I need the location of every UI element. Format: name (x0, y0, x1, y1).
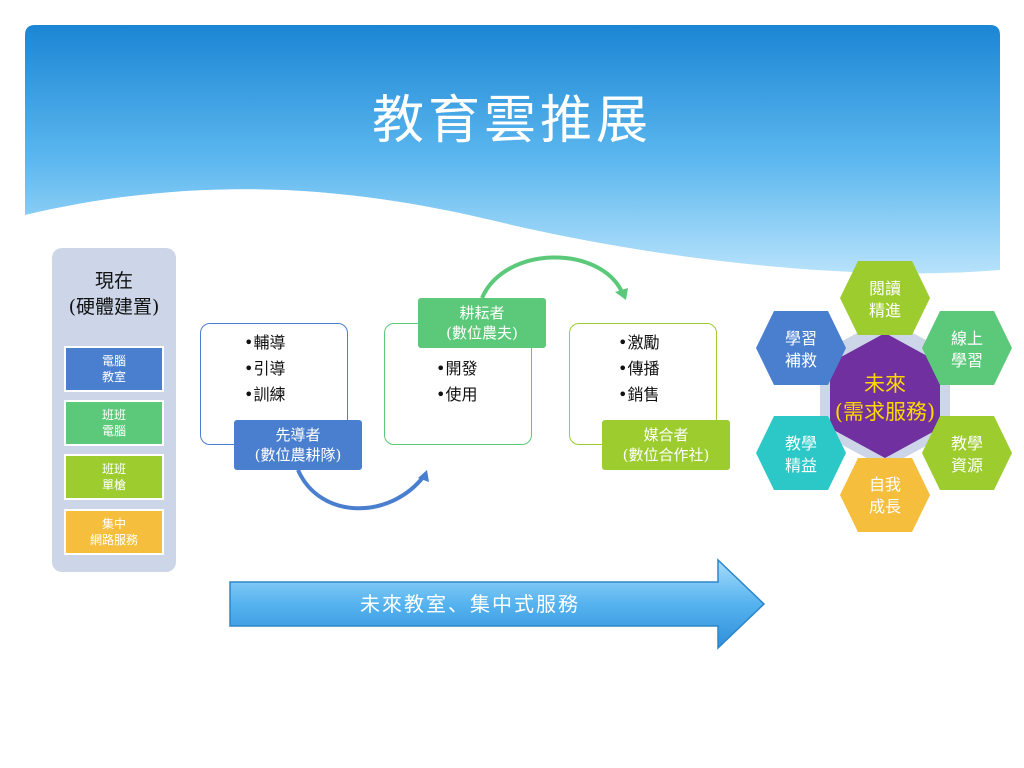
hex-label-line1: 學習 (784, 329, 817, 348)
hardware-item-line1: 集中 (101, 517, 126, 531)
role-tag-matchmaker: 媒合者 (數位合作社) (602, 420, 730, 470)
hex-label-line2: 學習 (950, 351, 983, 370)
hex-remedial-learning (756, 311, 846, 385)
process-bullets-guide: •輔導 •引導 •訓練 (244, 330, 285, 408)
role-tag-line1: 先導者 (275, 426, 321, 444)
hardware-item-line2: 網路服務 (89, 533, 138, 547)
hex-label-reading: 閱讀 精進 (850, 278, 920, 322)
title-banner (25, 25, 1000, 281)
role-tag-line2: (數位農耕隊) (254, 446, 342, 464)
future-center-line2: (需求服務) (834, 400, 936, 424)
bullet-item: •使用 (436, 385, 478, 404)
hex-online-learning (922, 311, 1012, 385)
process-bullets-develop: •開發 •使用 (436, 356, 477, 408)
hex-reading (840, 261, 930, 335)
bullet-item: •傳播 (618, 359, 660, 378)
future-hex-cluster (756, 261, 1012, 532)
hardware-item-line2: 教室 (101, 370, 126, 384)
current-title-line1: 現在 (94, 270, 133, 292)
current-hardware-title: 現在 (硬體建置) (52, 268, 176, 320)
bullet-item: •引導 (244, 359, 286, 378)
current-title-line2: (硬體建置) (68, 296, 160, 318)
hex-center (830, 333, 940, 458)
connector-arrow-upper (480, 255, 624, 299)
role-tag-line1: 耕耘者 (459, 304, 505, 322)
hex-label-teaching-resources: 教學 資源 (932, 433, 1002, 477)
arrowhead-upper (615, 288, 628, 300)
hex-label-line1: 閱讀 (868, 279, 901, 298)
role-tag-line2: (數位合作社) (622, 446, 710, 464)
hex-label-line1: 教學 (784, 434, 817, 453)
hex-label-line1: 線上 (950, 329, 983, 348)
hex-self-growth (840, 458, 930, 532)
hex-label-line2: 成長 (868, 497, 901, 516)
hex-label-line2: 精進 (868, 301, 901, 320)
bullet-item: •銷售 (618, 385, 660, 404)
hex-label-remedial-learning: 學習 補救 (766, 328, 836, 372)
bullet-item: •激勵 (618, 333, 660, 352)
hex-label-teaching-excellence: 教學 精益 (766, 433, 836, 477)
bullet-item: •開發 (436, 359, 478, 378)
arrowhead-lower (418, 470, 429, 482)
hardware-item-line2: 電腦 (101, 424, 126, 438)
bullet-item: •訓練 (244, 385, 286, 404)
hex-label-line2: 精益 (784, 456, 817, 475)
future-center-line1: 未來 (864, 372, 906, 396)
hex-label-line2: 補救 (784, 351, 817, 370)
hardware-item-line1: 電腦 (101, 354, 126, 368)
bullet-item: •輔導 (244, 333, 286, 352)
hex-teaching-excellence (756, 416, 846, 490)
future-center-label: 未來 (需求服務) (812, 370, 958, 426)
role-tag-pioneer: 先導者 (數位農耕隊) (234, 420, 362, 470)
page-title: 教育雲推展 (371, 91, 652, 151)
hardware-item-network-service: 集中 網路服務 (64, 509, 164, 555)
future-service-label: 未來教室、集中式服務 (360, 592, 580, 616)
future-service-arrow (229, 558, 766, 650)
hardware-item-computer-classroom: 電腦 教室 (64, 346, 164, 392)
hex-teaching-resources (922, 416, 1012, 490)
hex-label-line1: 自我 (868, 475, 901, 494)
hex-label-self-growth: 自我 成長 (850, 474, 920, 518)
hardware-item-line2: 單槍 (101, 478, 126, 492)
hardware-item-line1: 班班 (101, 462, 126, 476)
process-bullets-promote: •激勵 •傳播 •銷售 (618, 330, 659, 408)
hex-label-line1: 教學 (950, 434, 983, 453)
connector-arrow-lower (296, 469, 426, 511)
role-tag-line1: 媒合者 (643, 426, 689, 444)
role-tag-cultivator: 耕耘者 (數位農夫) (418, 298, 546, 348)
hardware-item-line1: 班班 (101, 408, 126, 422)
hex-label-line2: 資源 (950, 456, 983, 475)
hardware-item-class-computer: 班班 電腦 (64, 400, 164, 446)
role-tag-line2: (數位農夫) (446, 324, 518, 342)
hex-label-online-learning: 線上 學習 (932, 328, 1002, 372)
hardware-item-class-projector: 班班 單槍 (64, 454, 164, 500)
